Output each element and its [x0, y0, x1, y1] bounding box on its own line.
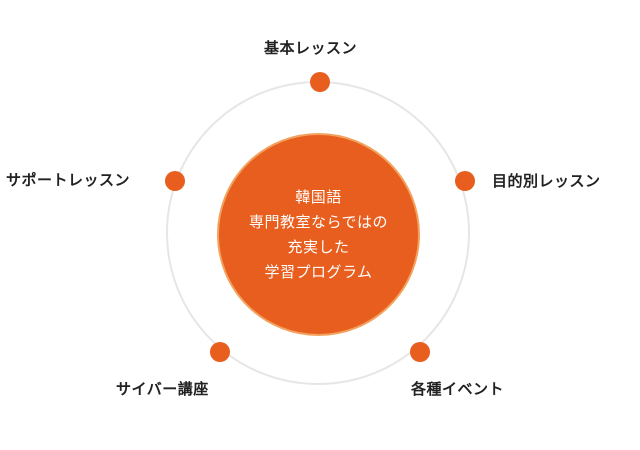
center-line-2: 専門教室ならではの [248, 212, 389, 231]
node-dot-purpose-lesson [455, 171, 475, 191]
node-dot-events [410, 342, 430, 362]
node-label-cyber-course: サイバー講座 [116, 380, 209, 398]
center-line-3: 充実した [287, 237, 350, 256]
node-dot-cyber-course [210, 342, 230, 362]
center-line-1: 韓国語 [295, 187, 342, 206]
node-label-support-lesson: サポートレッスン [6, 171, 131, 189]
node-label-basic-lesson: 基本レッスン [264, 39, 358, 57]
node-dot-support-lesson [165, 171, 185, 191]
node-label-purpose-lesson: 目的別レッスン [492, 172, 601, 190]
node-dot-basic-lesson [310, 72, 330, 92]
center-circle: 韓国語 専門教室ならではの 充実した 学習プログラム [217, 133, 420, 336]
center-line-4: 学習プログラム [264, 262, 373, 281]
node-label-events: 各種イベント [411, 380, 505, 398]
